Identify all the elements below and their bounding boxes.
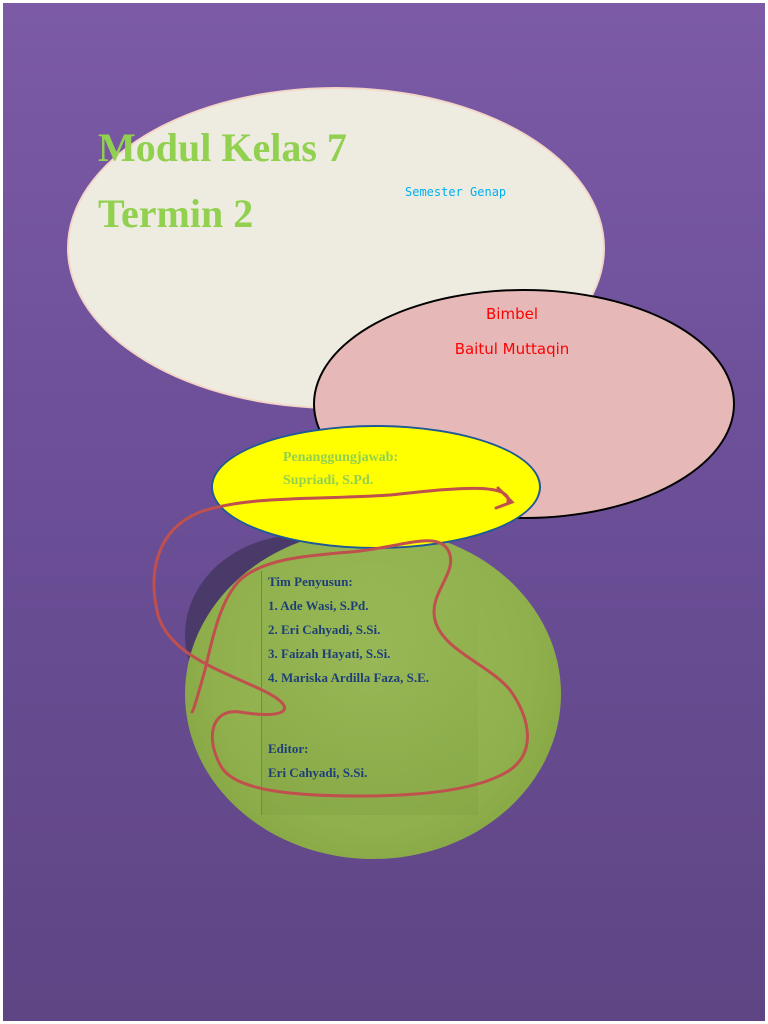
editor-label: Editor: (268, 741, 309, 756)
team-member: 3. Faizah Hayati, S.Si. (268, 646, 391, 661)
title-line-2: Termin 2 (98, 191, 254, 236)
institution-line-1: Bimbel (486, 305, 538, 323)
title-line-1: Modul Kelas 7 (98, 125, 347, 170)
team-member: 4. Mariska Ardilla Faza, S.E. (268, 670, 430, 685)
supervisor-ellipse (211, 425, 541, 549)
team-member: 2. Eri Cahyadi, S.Si. (268, 622, 381, 637)
editor-name: Eri Cahyadi, S.Si. (268, 765, 368, 780)
team-member: 1. Ade Wasi, S.Pd. (268, 598, 369, 613)
supervisor-label: Penanggungjawab: (283, 450, 399, 465)
team-label: Tim Penyusun: (268, 574, 353, 589)
institution-line-2: Baitul Muttaqin (454, 340, 570, 358)
supervisor-name: Supriadi, S.Pd. (283, 473, 374, 488)
semester-label: Semester Genap (405, 185, 507, 199)
